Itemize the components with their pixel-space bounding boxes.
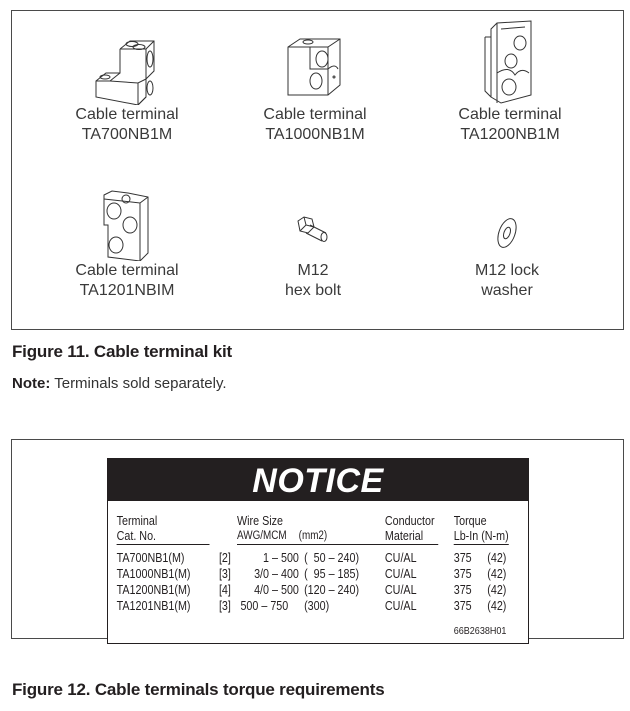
header-torque-line2: Lb-In (N-m) bbox=[453, 529, 509, 545]
item-label-line2: TA1000NB1M bbox=[265, 126, 365, 143]
cell-cat-no: TA1200NB1(M) bbox=[116, 583, 191, 597]
note-body: Terminals sold separately. bbox=[50, 375, 227, 392]
cell-mm2: (300) bbox=[304, 599, 330, 613]
cell-awg: 500 – 750 bbox=[240, 599, 289, 613]
header-mm2: (mm2) bbox=[298, 530, 328, 542]
cell-lbin: 375 bbox=[453, 567, 472, 581]
table-row: TA1201NB1(M) [3] 500 – 750 (300) CU/AL 3… bbox=[108, 599, 528, 615]
item-label-line1: M12 lock bbox=[474, 262, 540, 279]
item-label-line1: Cable terminal bbox=[75, 262, 179, 279]
cell-material: CU/AL bbox=[384, 599, 417, 613]
cell-qty: [3] bbox=[218, 599, 231, 613]
figure-11-illustration: Cable terminal TA700NB1M Cable terminal … bbox=[11, 10, 624, 330]
notice-label: NOTICE Terminal Cat. No. Wire Size AWG/M… bbox=[107, 458, 529, 644]
cell-material: CU/AL bbox=[384, 551, 417, 565]
kit-item-lock-washer: M12 lock washer bbox=[407, 189, 607, 301]
cell-lbin: 375 bbox=[453, 583, 472, 597]
cell-mm2: (120 – 240) bbox=[304, 583, 360, 597]
header-torque: Torque Lb-In (N-m) bbox=[453, 514, 509, 545]
note-text: Note: Terminals sold separately. bbox=[12, 375, 227, 392]
header-wire-line2: AWG/MCM (mm2) bbox=[237, 529, 391, 545]
cell-lbin: 375 bbox=[453, 599, 472, 613]
cable-terminal-ta1200-icon bbox=[484, 20, 532, 104]
header-terminal-line1: Terminal bbox=[116, 514, 158, 528]
item-label-line2: washer bbox=[481, 282, 533, 299]
table-row: TA1200NB1(M) [4] 4/0 – 500 (120 – 240) C… bbox=[108, 583, 528, 599]
item-label-line2: TA1200NB1M bbox=[460, 126, 560, 143]
notice-title: NOTICE bbox=[108, 459, 528, 501]
cell-material: CU/AL bbox=[384, 567, 417, 581]
cell-lbin: 375 bbox=[453, 551, 472, 565]
figure-12-caption: Figure 12. Cable terminals torque requir… bbox=[12, 680, 385, 699]
header-terminal: Terminal Cat. No. bbox=[116, 514, 210, 545]
cell-awg: 3/0 – 400 bbox=[254, 567, 299, 581]
header-wire-line1: Wire Size bbox=[237, 514, 283, 528]
hex-bolt-icon bbox=[297, 216, 328, 242]
item-label-line2: TA1201NBIM bbox=[79, 282, 175, 299]
kit-item-ta1201: Cable terminal TA1201NBIM bbox=[27, 189, 227, 301]
cell-material: CU/AL bbox=[384, 583, 417, 597]
cell-awg: 1 – 500 bbox=[263, 551, 299, 565]
header-torque-line1: Torque bbox=[453, 514, 487, 528]
cell-nm: (42) bbox=[487, 599, 507, 613]
item-label-line1: M12 bbox=[297, 262, 329, 279]
table-row: TA1000NB1(M) [3] 3/0 – 400 ( 95 – 185) C… bbox=[108, 567, 528, 583]
part-number: 66B2638H01 bbox=[453, 625, 507, 637]
table-row: TA700NB1(M) [2] 1 – 500 ( 50 – 240) CU/A… bbox=[108, 551, 528, 567]
note-label: Note: bbox=[12, 375, 51, 392]
header-awg: AWG/MCM bbox=[237, 530, 287, 542]
item-label-line2: TA700NB1M bbox=[81, 126, 173, 143]
kit-item-hex-bolt: M12 hex bolt bbox=[213, 189, 413, 301]
cell-cat-no: TA1000NB1(M) bbox=[116, 567, 191, 581]
item-label-line1: Cable terminal bbox=[458, 106, 562, 123]
item-label-line1: Cable terminal bbox=[263, 106, 367, 123]
kit-item-ta1200: Cable terminal TA1200NB1M bbox=[410, 19, 610, 145]
cell-cat-no: TA1201NB1(M) bbox=[116, 599, 191, 613]
kit-item-ta700: Cable terminal TA700NB1M bbox=[27, 33, 227, 145]
cell-nm: (42) bbox=[487, 583, 507, 597]
header-terminal-line2: Cat. No. bbox=[116, 529, 210, 545]
cell-awg: 4/0 – 500 bbox=[254, 583, 299, 597]
header-conductor-line1: Conductor bbox=[384, 514, 435, 528]
cable-terminal-ta1000-icon bbox=[287, 38, 341, 96]
lock-washer-icon bbox=[497, 218, 517, 248]
header-conductor-line2: Material bbox=[384, 529, 439, 545]
cell-nm: (42) bbox=[487, 567, 507, 581]
cell-qty: [4] bbox=[218, 583, 231, 597]
cell-cat-no: TA700NB1(M) bbox=[116, 551, 185, 565]
cell-mm2: ( 50 – 240) bbox=[304, 551, 360, 565]
cable-terminal-ta700-icon bbox=[95, 40, 155, 105]
figure-11-caption: Figure 11. Cable terminal kit bbox=[12, 342, 232, 361]
cable-terminal-ta1201-icon bbox=[103, 190, 149, 261]
header-wire-size: Wire Size AWG/MCM (mm2) bbox=[237, 514, 391, 545]
cell-qty: [3] bbox=[218, 567, 231, 581]
cell-mm2: ( 95 – 185) bbox=[304, 567, 360, 581]
cell-nm: (42) bbox=[487, 551, 507, 565]
item-label-line1: Cable terminal bbox=[75, 106, 179, 123]
kit-item-ta1000: Cable terminal TA1000NB1M bbox=[215, 33, 415, 145]
header-conductor: Conductor Material bbox=[384, 514, 439, 545]
item-label-line2: hex bolt bbox=[284, 282, 342, 299]
cell-qty: [2] bbox=[218, 551, 231, 565]
